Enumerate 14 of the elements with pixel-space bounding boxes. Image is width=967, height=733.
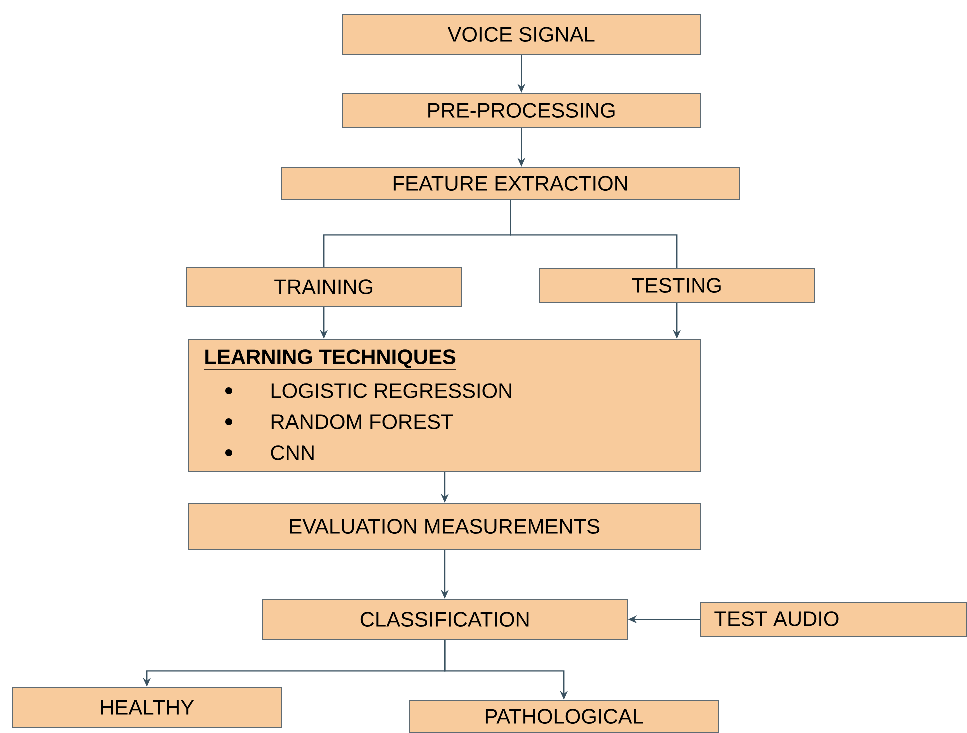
list-item: CNN (271, 446, 314, 460)
process-box: FEATURE EXTRACTION (281, 167, 740, 200)
process-box: VOICE SIGNAL (342, 14, 702, 56)
list-heading: LEARNING TECHNIQUES (204, 350, 457, 370)
process-box: HEALTHY (12, 687, 282, 728)
process-box: EVALUATION MEASUREMENTS (188, 503, 702, 550)
process-box: CLASSIFICATION (262, 599, 628, 640)
list-item: LOGISTIC REGRESSION (272, 384, 512, 398)
list-item: RANDOM FOREST (272, 414, 454, 430)
process-box: TEST AUDIO (700, 602, 967, 638)
process-box: TRAINING (186, 267, 462, 308)
process-box: PRE-PROCESSING (342, 93, 702, 128)
process-box: PATHOLOGICAL (409, 700, 720, 733)
process-box: TESTING (539, 268, 816, 304)
